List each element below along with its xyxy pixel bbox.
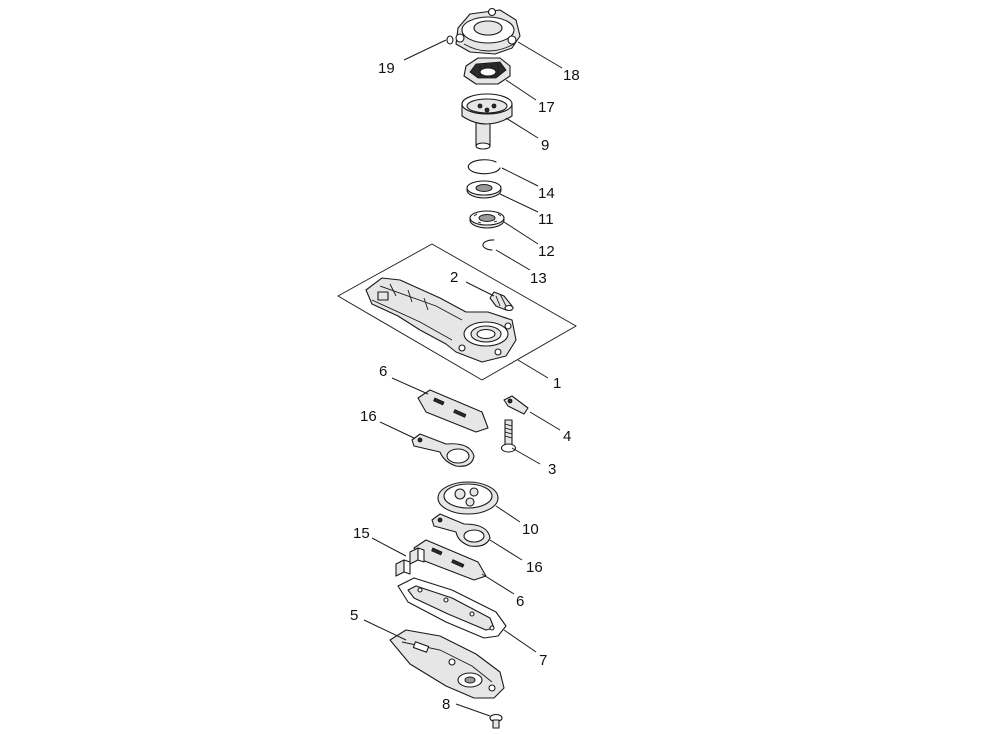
callout-13: 13 [530,270,547,287]
part-19-pin [446,35,454,45]
part-16-crank-plate-lower [431,513,491,547]
callout-1: 1 [553,375,561,392]
part-11-bearing [466,180,502,199]
part-6-guide-plate-upper [417,389,489,433]
part-1-gear-case [365,277,517,363]
part-5-lower-case [389,629,505,699]
part-16-crank-plate-upper [411,433,475,467]
part-8-screw [489,713,503,729]
callout-5: 5 [350,607,358,624]
callout-14: 14 [538,185,555,202]
callout-6-upper: 6 [379,363,387,380]
part-12-bearing [469,210,505,229]
callout-19: 19 [378,60,395,77]
callout-16-lower: 16 [526,559,543,576]
callout-7: 7 [539,652,547,669]
callout-15: 15 [353,525,370,542]
part-9-clutch-drum [461,93,513,150]
callout-16-upper: 16 [360,408,377,425]
part-3-bolt [500,419,517,453]
part-2-grease-fitting [489,291,514,312]
callout-12: 12 [538,243,555,260]
callout-3: 3 [548,461,556,478]
callout-numbers: 19 18 17 9 14 11 12 13 2 1 6 4 3 16 10 1… [350,60,580,713]
part-14-snap-ring [467,159,501,175]
callout-10: 10 [522,521,539,538]
part-17-clutch [463,57,511,85]
callout-2: 2 [450,269,458,286]
part-4-link [503,395,529,415]
part-13-clip [482,239,495,251]
part-10-gear-disc [437,481,499,515]
part-15-spacer-blocks [395,547,425,577]
part-18-gear-cover [455,7,521,55]
callout-17: 17 [538,99,555,116]
callout-4: 4 [563,428,571,445]
callout-18: 18 [563,67,580,84]
callout-9: 9 [541,137,549,154]
leader-lines [363,39,563,717]
part-7-gasket [397,577,507,639]
callout-8: 8 [442,696,450,713]
part-1-assembly-box [337,243,577,381]
callout-6-lower: 6 [516,593,524,610]
callout-11: 11 [538,211,554,228]
